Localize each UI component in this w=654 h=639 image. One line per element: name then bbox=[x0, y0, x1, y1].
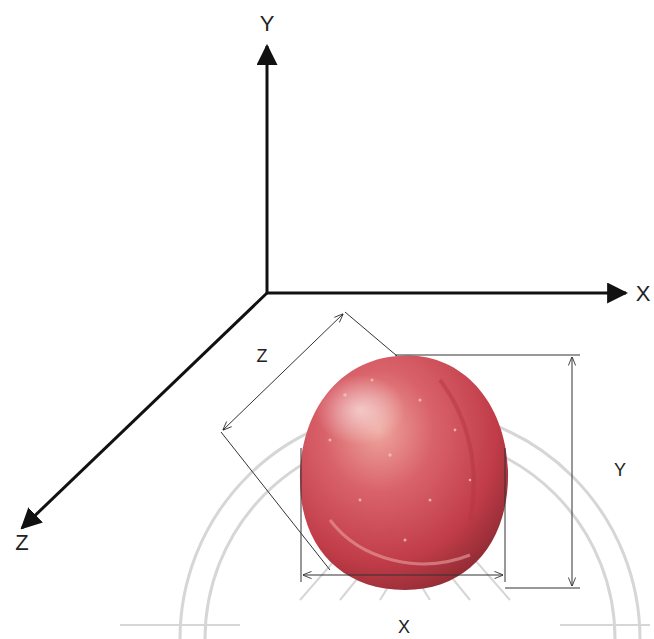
axis-label: Z bbox=[15, 532, 28, 554]
dimension-label: X bbox=[398, 618, 410, 636]
fruit-photo bbox=[300, 355, 508, 590]
dimension-label: Z bbox=[257, 347, 268, 365]
dimension-label: Y bbox=[614, 461, 626, 479]
axis-label: X bbox=[636, 283, 651, 305]
axis-label: Y bbox=[260, 13, 275, 35]
dimension-lines bbox=[221, 312, 580, 588]
